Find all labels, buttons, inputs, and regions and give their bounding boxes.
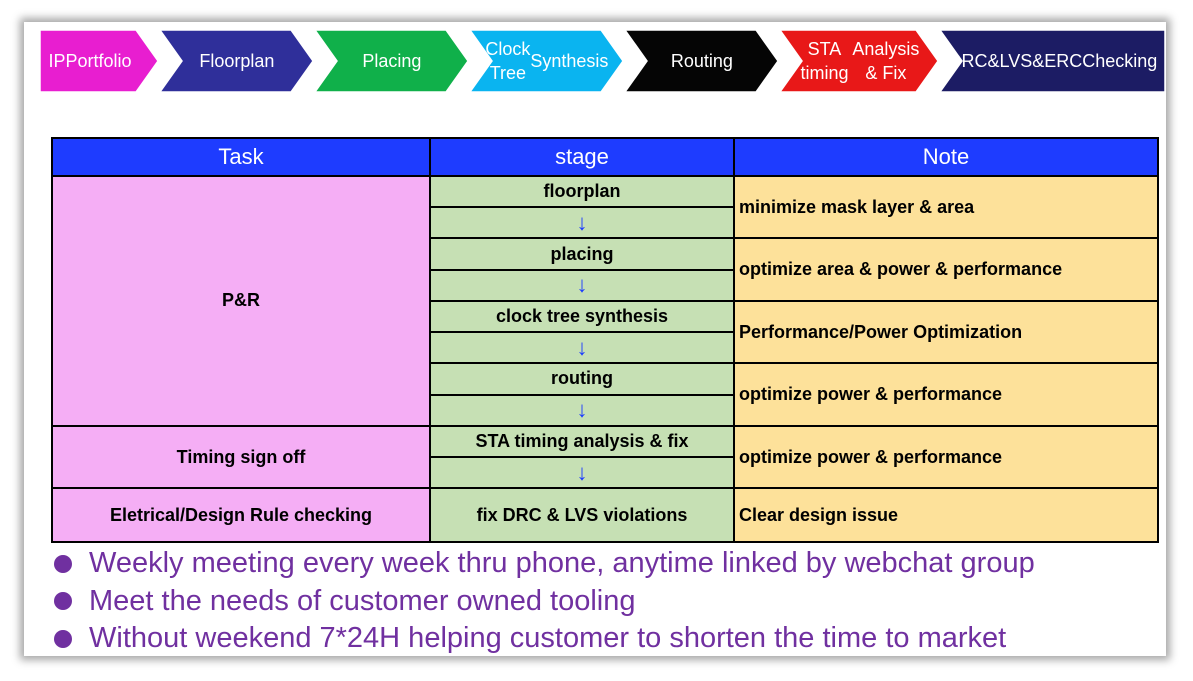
down-arrow-icon: ↓ <box>429 268 735 302</box>
header-stage: stage <box>429 137 735 177</box>
flow-step-line1: STA timing <box>800 39 849 83</box>
flow-chevron <box>623 29 779 93</box>
table-row: ↓ <box>52 456 1158 490</box>
flow-step-line1: Floorplan <box>199 51 275 71</box>
note-placing: optimize area & power & performance <box>733 237 1159 302</box>
bullet-list: Weekly meeting every week thru phone, an… <box>54 545 1174 658</box>
flow-chevron <box>313 29 469 93</box>
flow-step-line2: Portfolio <box>65 51 132 71</box>
table-row: routing optimize power & performance <box>52 362 1159 427</box>
task-pr: P&R <box>51 174 431 427</box>
bullet-dot-icon <box>54 554 72 573</box>
process-table: Task stage Note P&R floorplan minimize m… <box>51 137 1159 543</box>
flow-step-line1: Routing <box>670 51 733 71</box>
down-arrow-icon: ↓ <box>429 331 735 365</box>
flow-chevron <box>158 29 314 93</box>
table-row: Timing sign off STA timing analysis & fi… <box>51 424 1159 490</box>
note-timing: optimize power & performance <box>733 424 1159 490</box>
flow-chevron <box>468 29 624 93</box>
table-row: ↓ <box>52 393 1158 427</box>
table-row: ↓ <box>52 206 1158 240</box>
table-row: Eletrical/Design Rule checking fix DRC &… <box>51 487 1159 543</box>
bullet-text: Meet the needs of customer owned tooling <box>89 584 636 617</box>
down-arrow-icon: ↓ <box>429 456 735 490</box>
flow-step-line1: Clock Tree <box>485 39 531 83</box>
table-row: P&R floorplan minimize mask layer & area <box>51 174 1159 427</box>
note-floorplan: minimize mask layer & area <box>733 174 1159 240</box>
flow-step-line1: DRC&LVS&ERC <box>948 51 1083 71</box>
stage-clock-tree-synthesis: clock tree synthesis <box>429 299 735 334</box>
down-arrow-icon: ↓ <box>429 393 735 427</box>
table-row: clock tree synthesis Performance/Power O… <box>52 299 1159 365</box>
flow-chevron <box>778 29 939 93</box>
flow-step-line2: Checking <box>1082 51 1158 71</box>
header-note: Note <box>733 137 1159 177</box>
stage-sta-timing: STA timing analysis & fix <box>429 424 735 459</box>
stage-floorplan: floorplan <box>429 174 735 209</box>
task-timing-sign-off: Timing sign off <box>51 424 431 490</box>
list-item: Meet the needs of customer owned tooling <box>54 583 1174 621</box>
list-item: Without weekend 7*24H helping customer t… <box>54 620 1174 658</box>
flow-chevron <box>938 29 1166 93</box>
bullet-text: Without weekend 7*24H helping customer t… <box>89 622 1007 654</box>
table-header-row: Task stage Note <box>51 137 1159 177</box>
flow-step-line1: Placing <box>362 51 422 71</box>
task-electrical: Eletrical/Design Rule checking <box>51 487 431 543</box>
flow-chevron <box>39 29 159 93</box>
down-arrow-icon: ↓ <box>429 206 735 240</box>
table-row: placing optimize area & power & performa… <box>52 237 1159 302</box>
stage-placing: placing <box>429 237 735 271</box>
note-electrical: Clear design issue <box>733 487 1159 543</box>
bullet-text: Weekly meeting every week thru phone, an… <box>89 547 1035 579</box>
bullet-dot-icon <box>54 592 72 611</box>
stage-routing: routing <box>429 362 735 396</box>
bullet-dot-icon <box>54 629 72 648</box>
flow-step-line1: IP <box>48 51 66 71</box>
stage-fix-drc-lvs: fix DRC & LVS violations <box>429 487 735 543</box>
note-clock-tree-synthesis: Performance/Power Optimization <box>733 299 1159 365</box>
flow-step-line2: Analysis & Fix <box>852 39 920 83</box>
table-row: ↓ <box>52 331 1158 365</box>
flow-step-line2: Synthesis <box>530 51 609 71</box>
process-flow-chevrons <box>39 29 1166 93</box>
list-item: Weekly meeting every week thru phone, an… <box>54 545 1174 583</box>
flow-step-label: Routing <box>643 30 761 92</box>
table-row: ↓ <box>52 268 1158 302</box>
flow-step-label: Floorplan <box>178 30 296 92</box>
header-task: Task <box>51 137 431 177</box>
flow-step-label: Placing <box>333 30 451 92</box>
note-routing: optimize power & performance <box>733 362 1159 427</box>
